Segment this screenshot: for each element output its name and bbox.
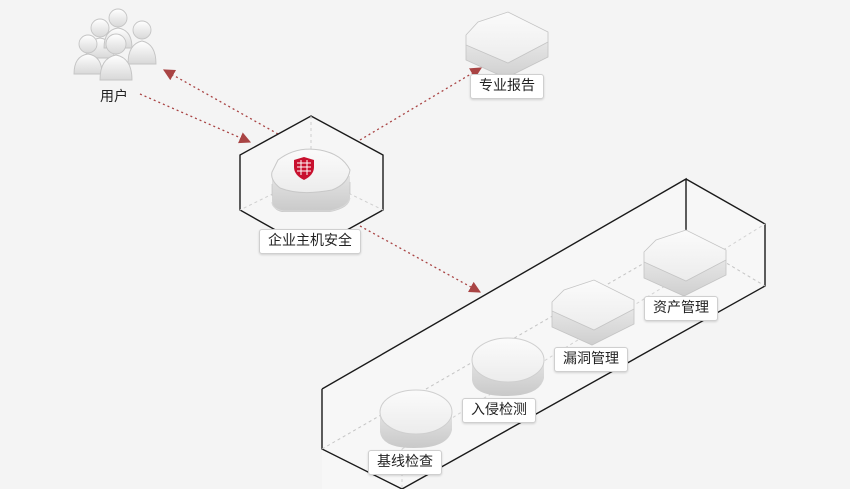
asset-label: 资产管理 [644, 296, 718, 321]
shield-icon [294, 157, 314, 180]
vulnerability-box [551, 279, 635, 346]
asset-box [643, 229, 727, 297]
intrusion-disk [471, 337, 545, 396]
host-security-label: 企业主机安全 [259, 229, 361, 254]
report-label: 专业报告 [470, 74, 544, 99]
connector-users-out [139, 93, 252, 144]
connector-lines [139, 67, 483, 293]
connector-report [359, 67, 483, 141]
connector-users-in [162, 69, 279, 135]
baseline-label: 基线检查 [368, 450, 442, 475]
baseline-disk [379, 389, 453, 448]
users-icon [73, 8, 157, 81]
vulnerability-label: 漏洞管理 [554, 347, 628, 372]
connector-services [359, 225, 482, 293]
report-box [465, 11, 549, 79]
host-security-device [271, 148, 351, 212]
users-label: 用户 [100, 89, 128, 105]
intrusion-label: 入侵检测 [462, 398, 536, 423]
